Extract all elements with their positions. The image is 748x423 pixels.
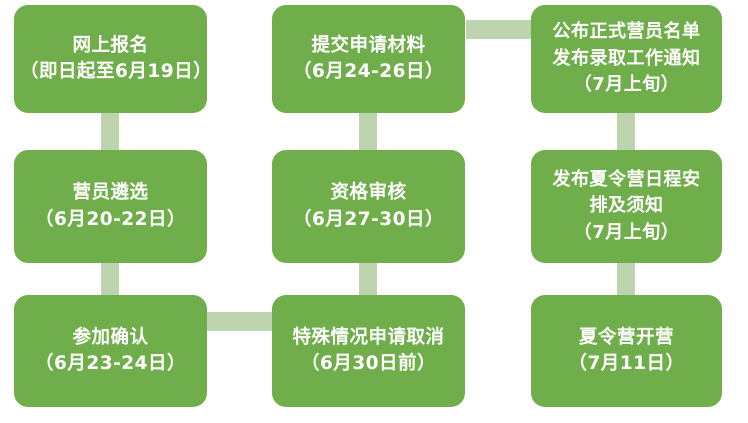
node-line: 发布录取工作通知 (552, 47, 701, 69)
node-line: 发布夏令营日程安 (552, 168, 701, 190)
node-special-case-cancellation[interactable]: 特殊情况申请取消 （6月30日前） (272, 295, 465, 407)
node-camp-opening[interactable]: 夏令营开营 （7月11日） (531, 295, 722, 407)
node-line: 夏令营开营 (578, 326, 674, 348)
connector-submit-application-materials-to-qualification-review (359, 112, 377, 152)
connector-submit-application-materials-to-announce-camper-list (466, 20, 532, 39)
node-line: （7月上旬） (573, 74, 680, 96)
node-line: 提交申请材料 (311, 34, 426, 56)
node-line: 资格审核 (330, 182, 407, 204)
node-line: 公布正式营员名单 (552, 21, 701, 43)
node-publish-schedule-notice[interactable]: 发布夏令营日程安 排及须知 （7月上旬） (531, 150, 722, 263)
node-line: （6月30日前） (300, 353, 437, 374)
node-line: （7月上旬） (573, 221, 680, 243)
connector-publish-schedule-notice-to-camp-opening (617, 262, 635, 297)
node-line: （6月20-22日） (34, 208, 187, 230)
connector-qualification-review-to-special-case-cancellation (359, 262, 377, 297)
node-submit-application-materials[interactable]: 提交申请材料 （6月24-26日） (272, 5, 465, 113)
connector-announce-camper-list-to-publish-schedule-notice (617, 112, 635, 152)
node-online-registration[interactable]: 网上报名 （即日起至6月19日） (14, 5, 213, 113)
node-qualification-review[interactable]: 资格审核 （6月27-30日） (272, 150, 465, 263)
node-line: （6月23-24日） (34, 353, 187, 374)
node-line: （7月11日） (568, 353, 685, 374)
node-participation-confirmation[interactable]: 参加确认 （6月23-24日） (14, 295, 207, 407)
node-camper-selection[interactable]: 营员遴选 （6月20-22日） (14, 150, 207, 263)
node-line: 网上报名 (72, 34, 149, 56)
connector-participation-confirmation-to-special-case-cancellation (207, 312, 273, 331)
connector-camper-selection-to-participation-confirmation (101, 262, 119, 297)
node-line: 参加确认 (72, 326, 149, 348)
node-line: 营员遴选 (72, 182, 149, 204)
connector-online-registration-to-camper-selection (101, 112, 119, 152)
node-line: （即日起至6月19日） (20, 61, 213, 82)
node-line: 排及须知 (589, 195, 664, 217)
node-line: 特殊情况申请取消 (292, 326, 445, 348)
node-announce-camper-list[interactable]: 公布正式营员名单 发布录取工作通知 （7月上旬） (531, 5, 722, 113)
node-line: （6月27-30日） (292, 208, 445, 230)
node-line: （6月24-26日） (292, 61, 445, 82)
